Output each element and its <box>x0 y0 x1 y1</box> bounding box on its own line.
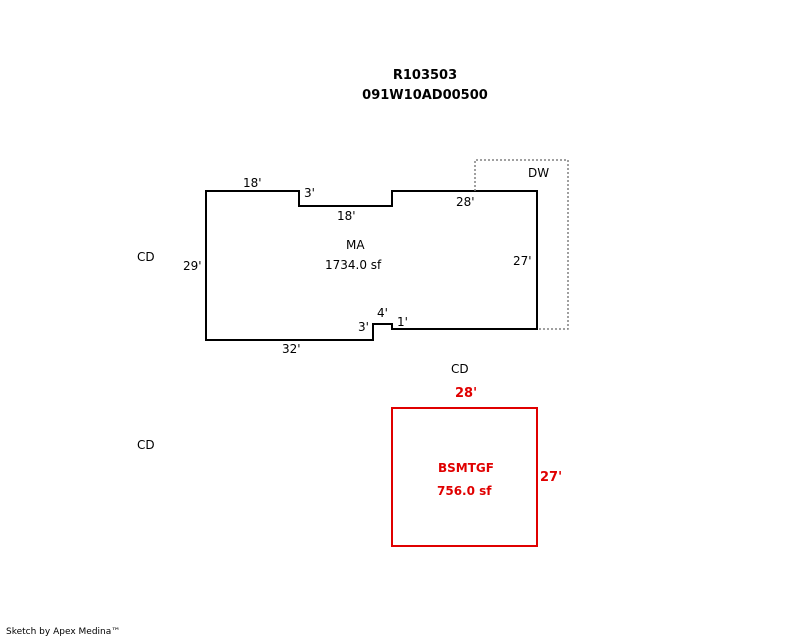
dim-left: 29' <box>183 259 202 273</box>
main-area-outline <box>205 190 538 341</box>
basement-code: BSMTGF <box>438 461 494 475</box>
basement-size: 756.0 sf <box>437 484 492 498</box>
cd-label-left-lower: CD <box>137 438 155 452</box>
basement-height: 27' <box>540 470 563 485</box>
driveway-code: DW <box>528 166 550 180</box>
driveway-outline <box>474 159 569 330</box>
parcel-number: 091W10AD00500 <box>362 88 488 103</box>
sketch-credit: Sketch by Apex Medina™ <box>6 627 121 637</box>
dim-notch-bottom-right: 1' <box>397 315 408 329</box>
dim-top-right: 28' <box>456 195 475 209</box>
cd-label-center: CD <box>451 362 469 376</box>
dim-bottom: 32' <box>282 342 301 356</box>
basement-outline <box>391 407 538 547</box>
dim-notch-top-drop: 3' <box>304 186 315 200</box>
parcel-id: R103503 <box>392 68 458 83</box>
dim-notch-bottom-left: 3' <box>358 320 369 334</box>
dim-right: 27' <box>513 254 532 268</box>
dim-top-left: 18' <box>243 176 262 190</box>
dim-notch-bottom-top: 4' <box>377 306 388 320</box>
cd-label-left-upper: CD <box>137 250 155 264</box>
main-area-size: 1734.0 sf <box>325 258 382 272</box>
basement-width: 28' <box>455 386 478 401</box>
dim-notch-top-width: 18' <box>337 209 356 223</box>
main-area-code: MA <box>346 238 365 252</box>
